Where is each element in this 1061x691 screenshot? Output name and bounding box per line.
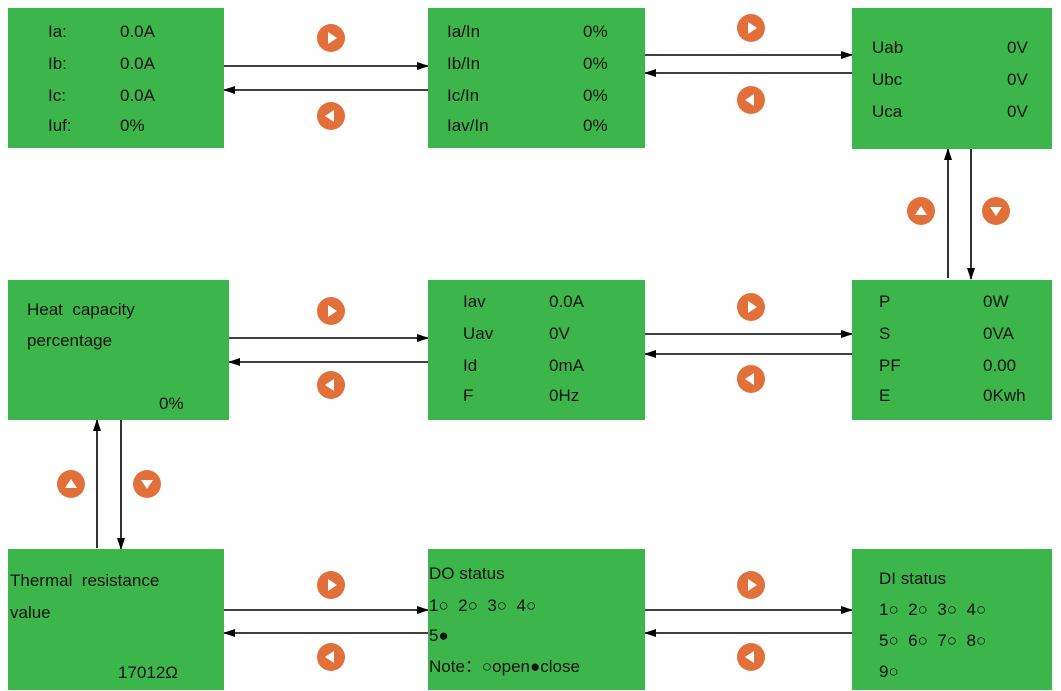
play-right-icon[interactable] bbox=[737, 571, 765, 599]
play-right-icon[interactable] bbox=[317, 24, 345, 52]
s-label: S bbox=[879, 324, 891, 343]
uav-value: 0V bbox=[549, 324, 570, 343]
e-value: 0Kwh bbox=[983, 386, 1026, 405]
iav-in-value: 0% bbox=[583, 116, 608, 135]
heat-capacity-title-line2: percentage bbox=[27, 331, 113, 350]
do-status-title: DO status bbox=[429, 564, 505, 583]
thermal-resistance-title-line2: value bbox=[10, 603, 51, 622]
play-right-icon[interactable] bbox=[737, 14, 765, 42]
ia-value: 0.0A bbox=[120, 22, 155, 41]
f-value: 0Hz bbox=[549, 386, 580, 405]
p-value: 0W bbox=[983, 292, 1009, 311]
play-right-icon[interactable] bbox=[737, 293, 765, 321]
ib-value: 0.0A bbox=[120, 54, 155, 73]
play-left-icon[interactable] bbox=[317, 371, 345, 399]
pf-label: PF bbox=[879, 356, 901, 375]
play-left-icon[interactable] bbox=[737, 643, 765, 671]
id-label: Id bbox=[463, 356, 478, 375]
pf-value: 0.00 bbox=[983, 356, 1017, 375]
line-voltage-panel: Uab 0V Ubc 0V Uca 0V bbox=[852, 8, 1052, 149]
ia-in-label: Ia/In bbox=[447, 22, 481, 41]
p-label: P bbox=[879, 292, 891, 311]
ib-in-label: Ib/In bbox=[447, 54, 481, 73]
play-right-icon[interactable] bbox=[317, 297, 345, 325]
di-status-line1: 1○ 2○ 3○ 4○ bbox=[879, 600, 987, 619]
id-value: 0mA bbox=[549, 356, 584, 375]
play-left-icon[interactable] bbox=[317, 643, 345, 671]
do-status-line1: 1○ 2○ 3○ 4○ bbox=[429, 596, 537, 615]
di-status-panel: DI status 1○ 2○ 3○ 4○ 5○ 6○ 7○ 8○ 9○ bbox=[852, 549, 1052, 690]
iuf-label: Iuf: bbox=[48, 116, 72, 135]
ia-label: Ia: bbox=[48, 22, 67, 41]
play-left-icon[interactable] bbox=[317, 102, 345, 130]
ic-in-value: 0% bbox=[583, 86, 608, 105]
current-ratio-panel: Ia/In 0% Ib/In 0% Ic/In 0% Iav/In 0% bbox=[428, 8, 645, 148]
heat-capacity-title-line1: Heat capacity bbox=[27, 300, 135, 319]
ic-label: Ic: bbox=[48, 86, 66, 105]
ubc-label: Ubc bbox=[872, 70, 903, 89]
uca-value: 0V bbox=[1007, 102, 1028, 121]
play-left-icon[interactable] bbox=[737, 86, 765, 114]
thermal-resistance-title-line1: Thermal resistance bbox=[10, 571, 160, 590]
uav-label: Uav bbox=[463, 324, 494, 343]
ic-value: 0.0A bbox=[120, 86, 155, 105]
do-status-panel: DO status 1○ 2○ 3○ 4○ 5● Note：○open●clos… bbox=[428, 549, 645, 690]
uab-label: Uab bbox=[872, 38, 904, 57]
play-down-icon[interactable] bbox=[133, 470, 161, 498]
f-label: F bbox=[463, 386, 474, 405]
iav-label: Iav bbox=[463, 292, 486, 311]
iuf-value: 0% bbox=[120, 116, 145, 135]
ib-label: Ib: bbox=[48, 54, 67, 73]
ic-in-label: Ic/In bbox=[447, 86, 480, 105]
uab-value: 0V bbox=[1007, 38, 1028, 57]
play-left-icon[interactable] bbox=[737, 365, 765, 393]
uca-label: Uca bbox=[872, 102, 903, 121]
play-up-icon[interactable] bbox=[907, 197, 935, 225]
s-value: 0VA bbox=[983, 324, 1014, 343]
heat-capacity-panel: Heat capacity percentage 0% bbox=[8, 280, 229, 420]
thermal-resistance-panel: Thermal resistance value 17012Ω bbox=[8, 549, 224, 690]
do-status-note: Note：○open●close bbox=[429, 657, 580, 676]
play-right-icon[interactable] bbox=[317, 571, 345, 599]
do-status-line2: 5● bbox=[429, 626, 449, 645]
heat-capacity-value: 0% bbox=[159, 394, 184, 413]
averages-panel: Iav 0.0A Uav 0V Id 0mA F 0Hz bbox=[428, 280, 645, 420]
iav-value: 0.0A bbox=[549, 292, 584, 311]
di-status-title: DI status bbox=[879, 569, 947, 588]
thermal-resistance-value: 17012Ω bbox=[118, 663, 178, 682]
e-label: E bbox=[879, 386, 891, 405]
currents-panel: Ia: 0.0A Ib: 0.0A Ic: 0.0A Iuf: 0% bbox=[8, 8, 224, 148]
ia-in-value: 0% bbox=[583, 22, 608, 41]
ib-in-value: 0% bbox=[583, 54, 608, 73]
iav-in-label: Iav/In bbox=[447, 116, 489, 135]
di-status-line3: 9○ bbox=[879, 662, 899, 681]
di-status-line2: 5○ 6○ 7○ 8○ bbox=[879, 631, 987, 650]
power-panel: P 0W S 0VA PF 0.00 E 0Kwh bbox=[852, 280, 1052, 420]
play-up-icon[interactable] bbox=[57, 470, 85, 498]
ubc-value: 0V bbox=[1007, 70, 1028, 89]
play-down-icon[interactable] bbox=[982, 197, 1010, 225]
